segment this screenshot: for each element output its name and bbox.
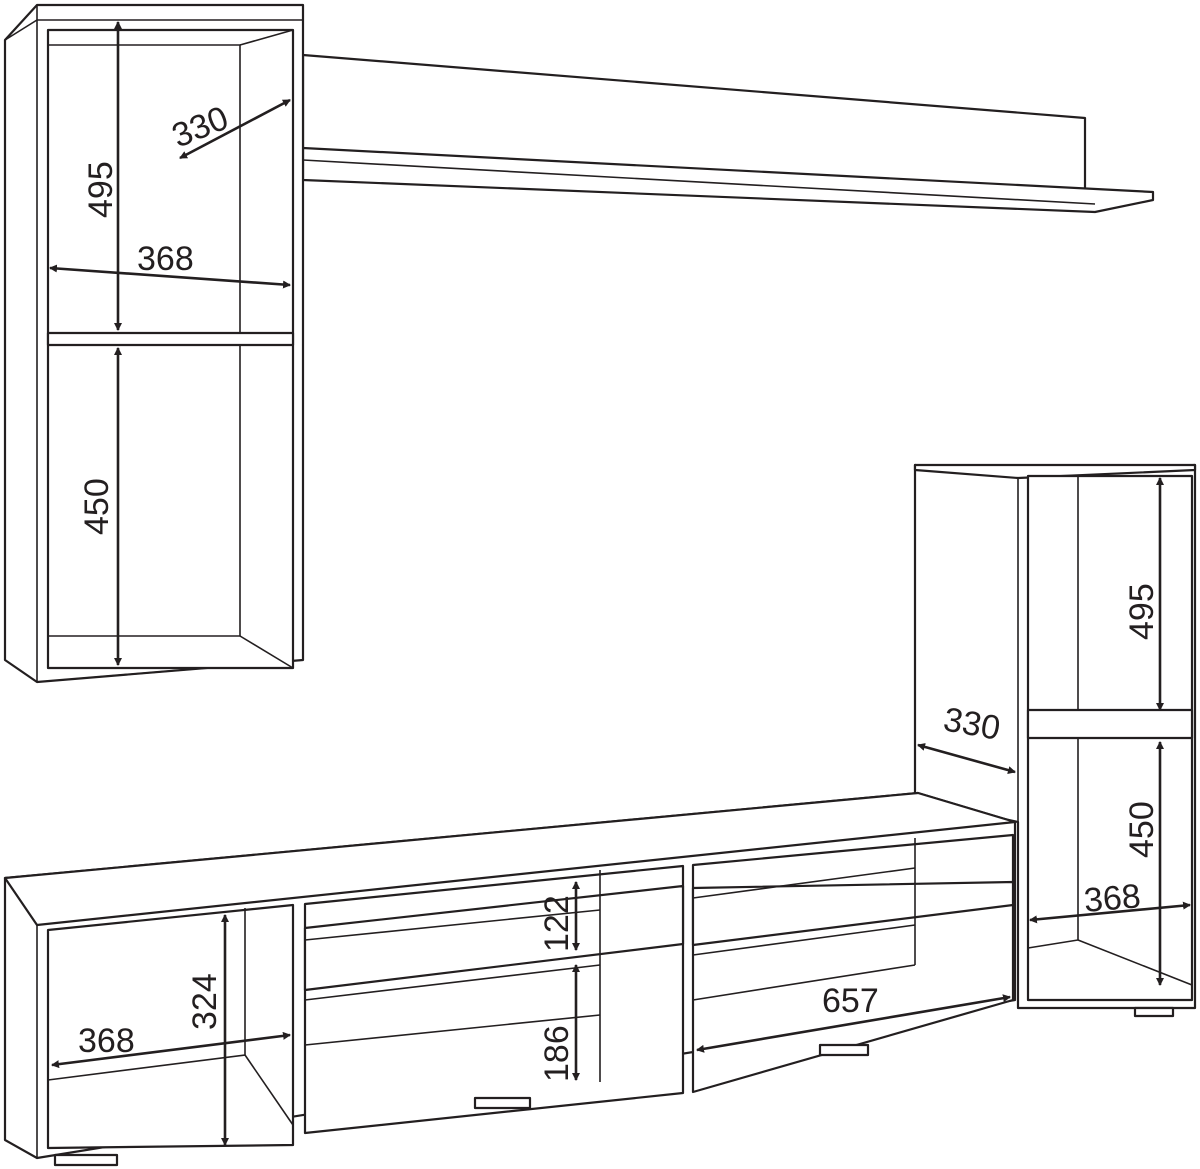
wall-cabinet-lower-height-label: 450 bbox=[78, 478, 116, 535]
tv-stand-lower-shelf-height-label: 186 bbox=[538, 1025, 576, 1082]
wall-cabinet-upper-height-label: 495 bbox=[82, 161, 120, 218]
wall-cabinet bbox=[3, 3, 305, 684]
tall-cabinet-upper-height-label: 495 bbox=[1123, 583, 1161, 640]
dimension-lines bbox=[49, 21, 1191, 1146]
tv-stand bbox=[3, 791, 1017, 1167]
wall-shelf bbox=[301, 53, 1155, 214]
tv-stand-right-width-label: 657 bbox=[822, 982, 879, 1020]
tv-stand-upper-shelf-height-label: 122 bbox=[538, 895, 576, 952]
tall-cabinet-width-label: 368 bbox=[1082, 877, 1142, 920]
tv-stand-left-height-label: 324 bbox=[186, 973, 224, 1030]
tall-cabinet-lower-height-label: 450 bbox=[1123, 801, 1161, 858]
tv-stand-left-width-label: 368 bbox=[78, 1022, 135, 1060]
wall-cabinet-width-label: 368 bbox=[137, 240, 194, 278]
